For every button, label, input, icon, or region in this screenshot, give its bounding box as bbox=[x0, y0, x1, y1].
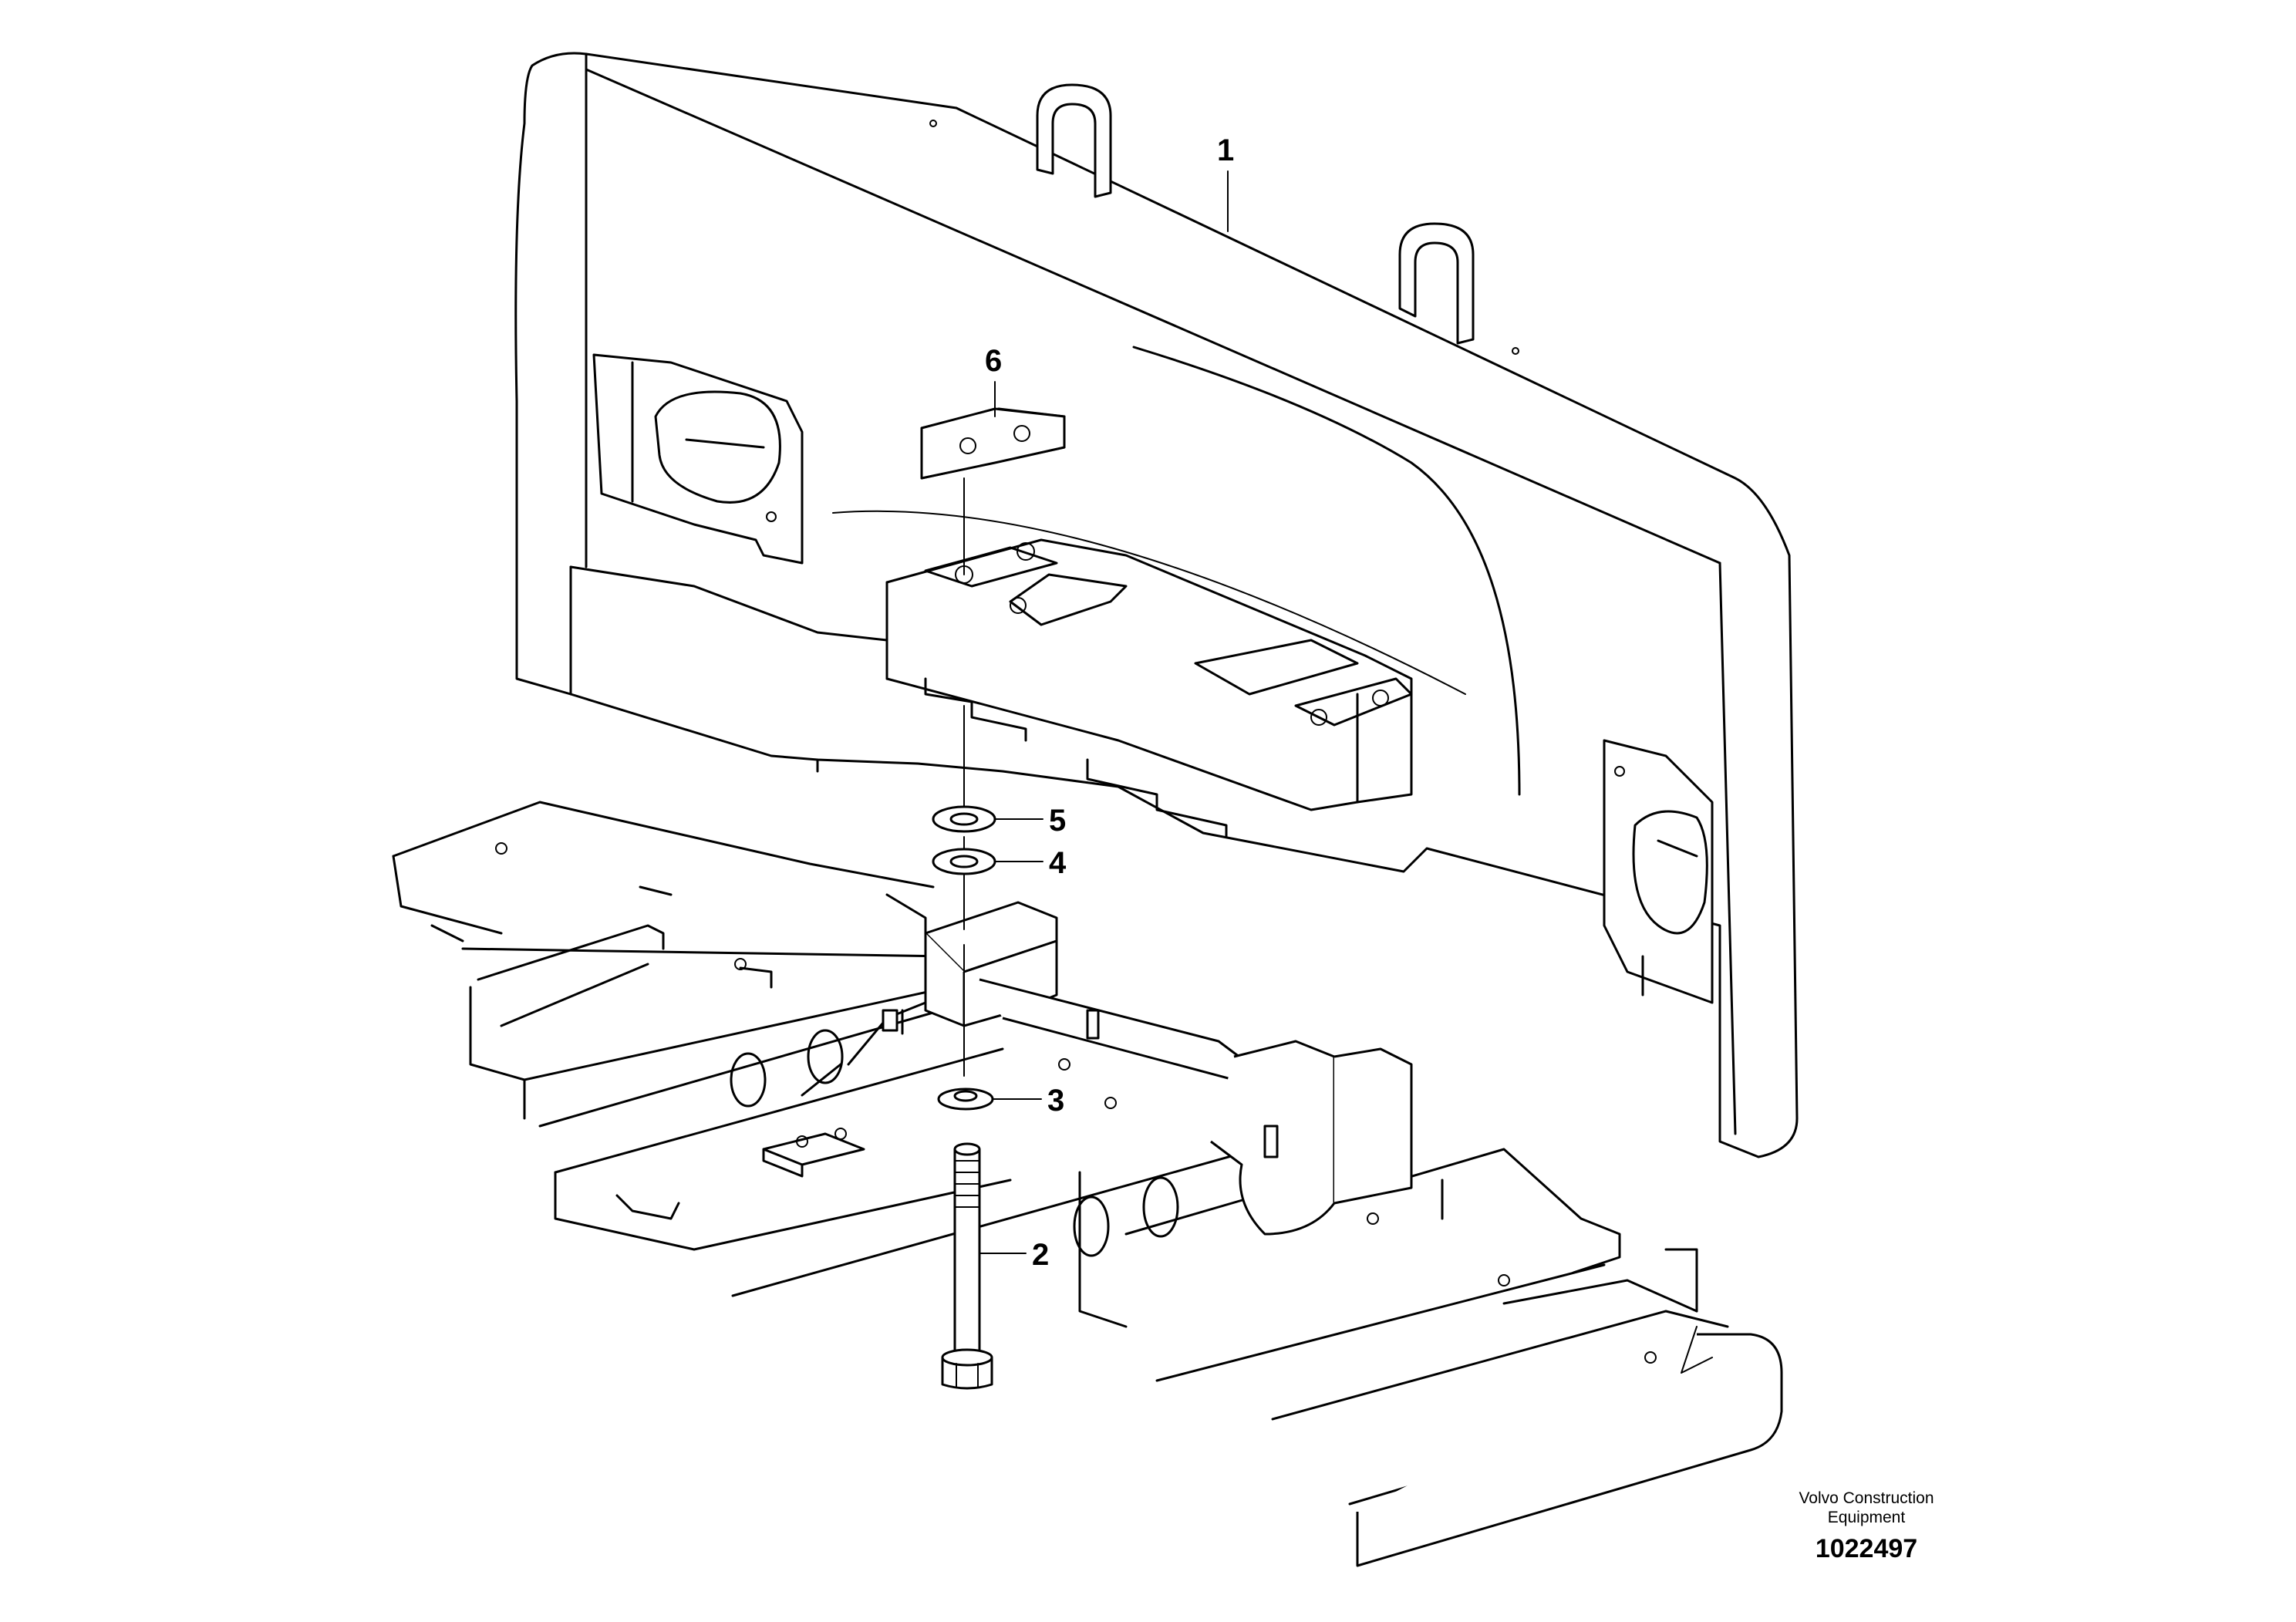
credit-line-1: Volvo Construction bbox=[1799, 1489, 1934, 1507]
washer-4 bbox=[932, 848, 996, 875]
publisher-credit: Volvo Construction Equipment 1022497 bbox=[1751, 1489, 1982, 1565]
leader-lines bbox=[979, 170, 1229, 1254]
drawing-number: 1022497 bbox=[1815, 1534, 1918, 1564]
callout-3: 3 bbox=[1047, 1084, 1065, 1118]
callout-4: 4 bbox=[1049, 846, 1067, 880]
callout-5: 5 bbox=[1049, 804, 1067, 838]
bolt bbox=[941, 1142, 993, 1390]
counterweight bbox=[514, 52, 1799, 1158]
machine-frame bbox=[392, 801, 1783, 1567]
callout-2: 2 bbox=[1032, 1238, 1050, 1272]
washer-5 bbox=[932, 805, 996, 833]
callout-1: 1 bbox=[1217, 133, 1235, 167]
callout-6: 6 bbox=[985, 344, 1003, 378]
credit-line-2: Equipment bbox=[1827, 1509, 1906, 1527]
mounting-bracket bbox=[924, 901, 1413, 1236]
washer-3 bbox=[937, 1088, 994, 1111]
spacer-plate bbox=[920, 407, 1066, 480]
